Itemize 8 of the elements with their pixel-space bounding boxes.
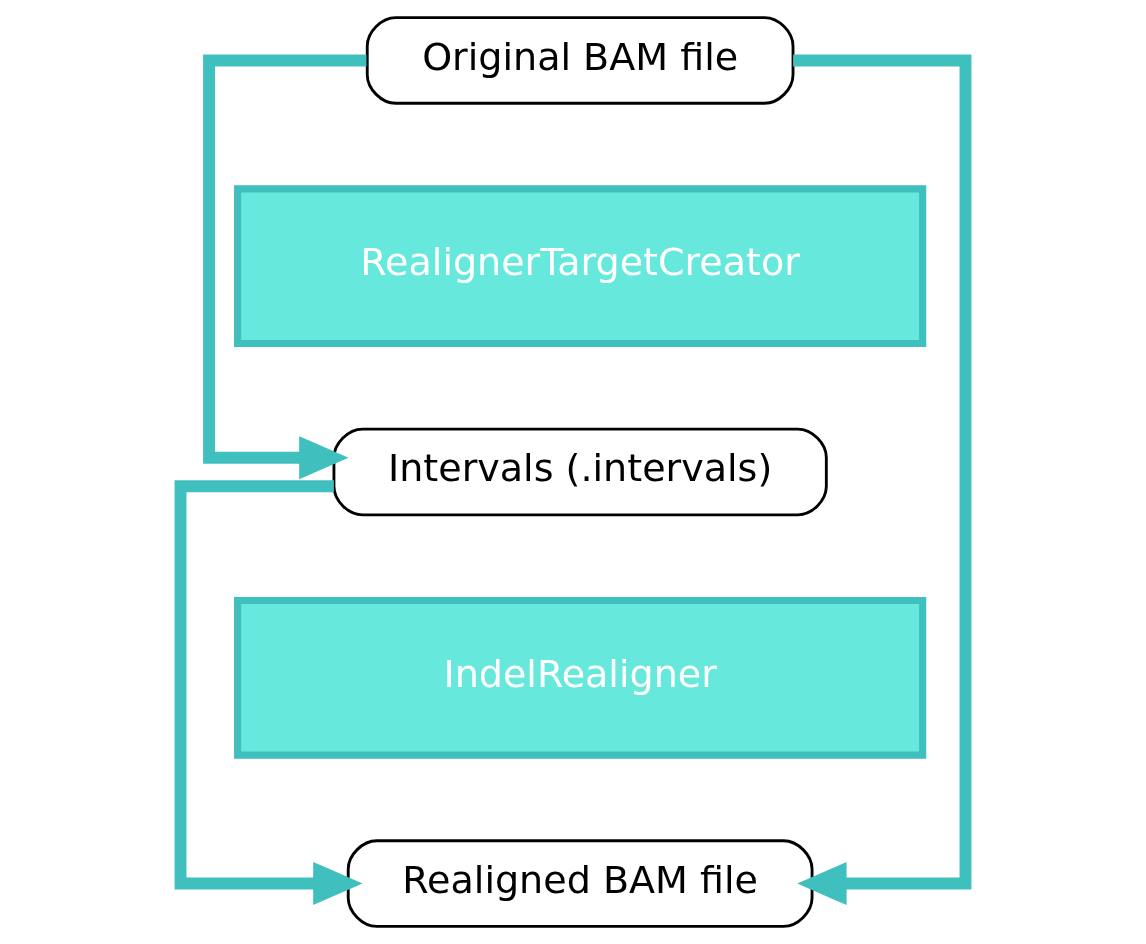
node-box: IndelRealigner [234,596,927,759]
arrow [174,480,363,906]
node-box: RealignerTargetCreator [234,185,927,348]
node-box: Realigned BAM file [346,839,814,928]
arrow [203,54,367,480]
arrow [793,54,972,906]
node-box: Original BAM file [365,16,795,105]
node-box: Intervals (.intervals) [332,427,828,517]
